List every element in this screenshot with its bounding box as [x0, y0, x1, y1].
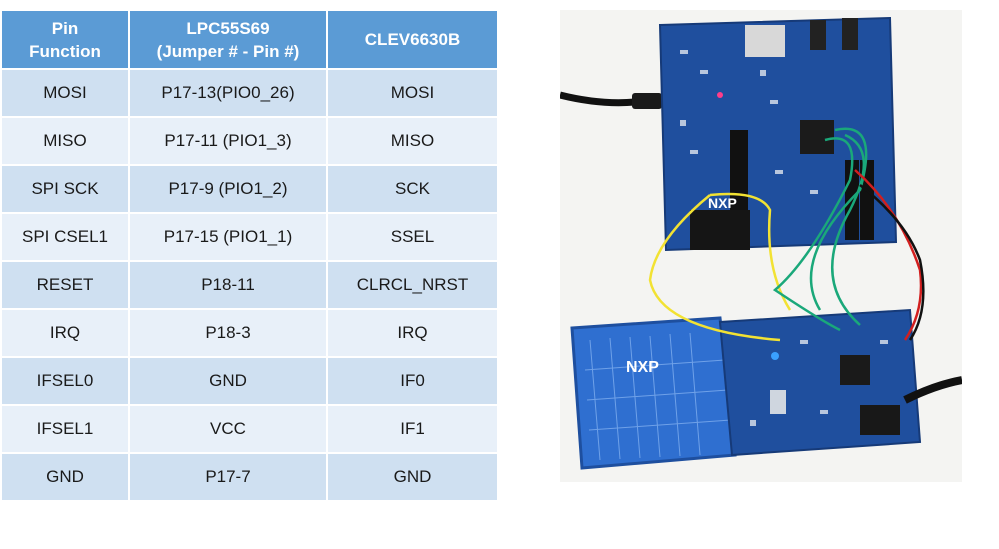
lpc55s69-pin-cell: VCC — [130, 406, 326, 452]
lpc55s69-board — [658, 16, 898, 252]
clev6630b-pin-cell: SSEL — [328, 214, 497, 260]
clev6630b-pin-cell: GND — [328, 454, 497, 500]
jumper-wires — [648, 127, 925, 342]
pin-function-cell: SPI CSEL1 — [2, 214, 128, 260]
lpc55s69-pin-cell: P17-9 (PIO1_2) — [130, 166, 326, 212]
pin-function-cell: IFSEL0 — [2, 358, 128, 404]
clev6630b-antenna — [570, 316, 737, 470]
clev6630b-pin-cell: CLRCL_NRST — [328, 262, 497, 308]
header-clev6630b: CLEV6630B — [328, 11, 497, 68]
header-line: LPC55S69 — [186, 18, 270, 38]
pin-function-cell: SPI SCK — [2, 166, 128, 212]
header-line: Pin — [51, 18, 79, 38]
pin-function-cell: IFSEL1 — [2, 406, 128, 452]
pin-function-cell: MOSI — [2, 70, 128, 116]
board-setup-photo: NXP NXP — [560, 10, 962, 482]
nxp-logo-top: NXP — [708, 195, 737, 211]
pin-function-cell: MISO — [2, 118, 128, 164]
clev6630b-pin-cell: SCK — [328, 166, 497, 212]
lpc55s69-pin-cell: P17-7 — [130, 454, 326, 500]
header-line: CLEV6630B — [364, 30, 461, 49]
clev6630b-pin-cell: IF1 — [328, 406, 497, 452]
pin-function-cell: RESET — [2, 262, 128, 308]
lpc55s69-pin-cell: P17-11 (PIO1_3) — [130, 118, 326, 164]
usb-plug-left — [632, 93, 662, 109]
lpc55s69-pin-cell: GND — [130, 358, 326, 404]
pin-function-cell: GND — [2, 454, 128, 500]
clev6630b-pin-cell: IRQ — [328, 310, 497, 356]
lpc55s69-pin-cell: P17-13(PIO0_26) — [130, 70, 326, 116]
lpc55s69-pin-cell: P17-15 (PIO1_1) — [130, 214, 326, 260]
clev6630b-pin-cell: MISO — [328, 118, 497, 164]
lpc55s69-pin-cell: P18-3 — [130, 310, 326, 356]
pin-function-cell: IRQ — [2, 310, 128, 356]
clev6630b-pin-cell: MOSI — [328, 70, 497, 116]
lpc55s69-pin-cell: P18-11 — [130, 262, 326, 308]
nxp-logo-antenna: NXP — [626, 359, 659, 376]
header-line: (Jumper # - Pin #) — [156, 41, 300, 61]
header-lpc55s69: LPC55S69 (Jumper # - Pin #) — [130, 11, 326, 68]
clev6630b-pin-cell: IF0 — [328, 358, 497, 404]
board-photo-illustration: NXP NXP — [560, 10, 962, 482]
header-line: Function — [29, 41, 101, 61]
clev6630b-board — [718, 308, 922, 457]
